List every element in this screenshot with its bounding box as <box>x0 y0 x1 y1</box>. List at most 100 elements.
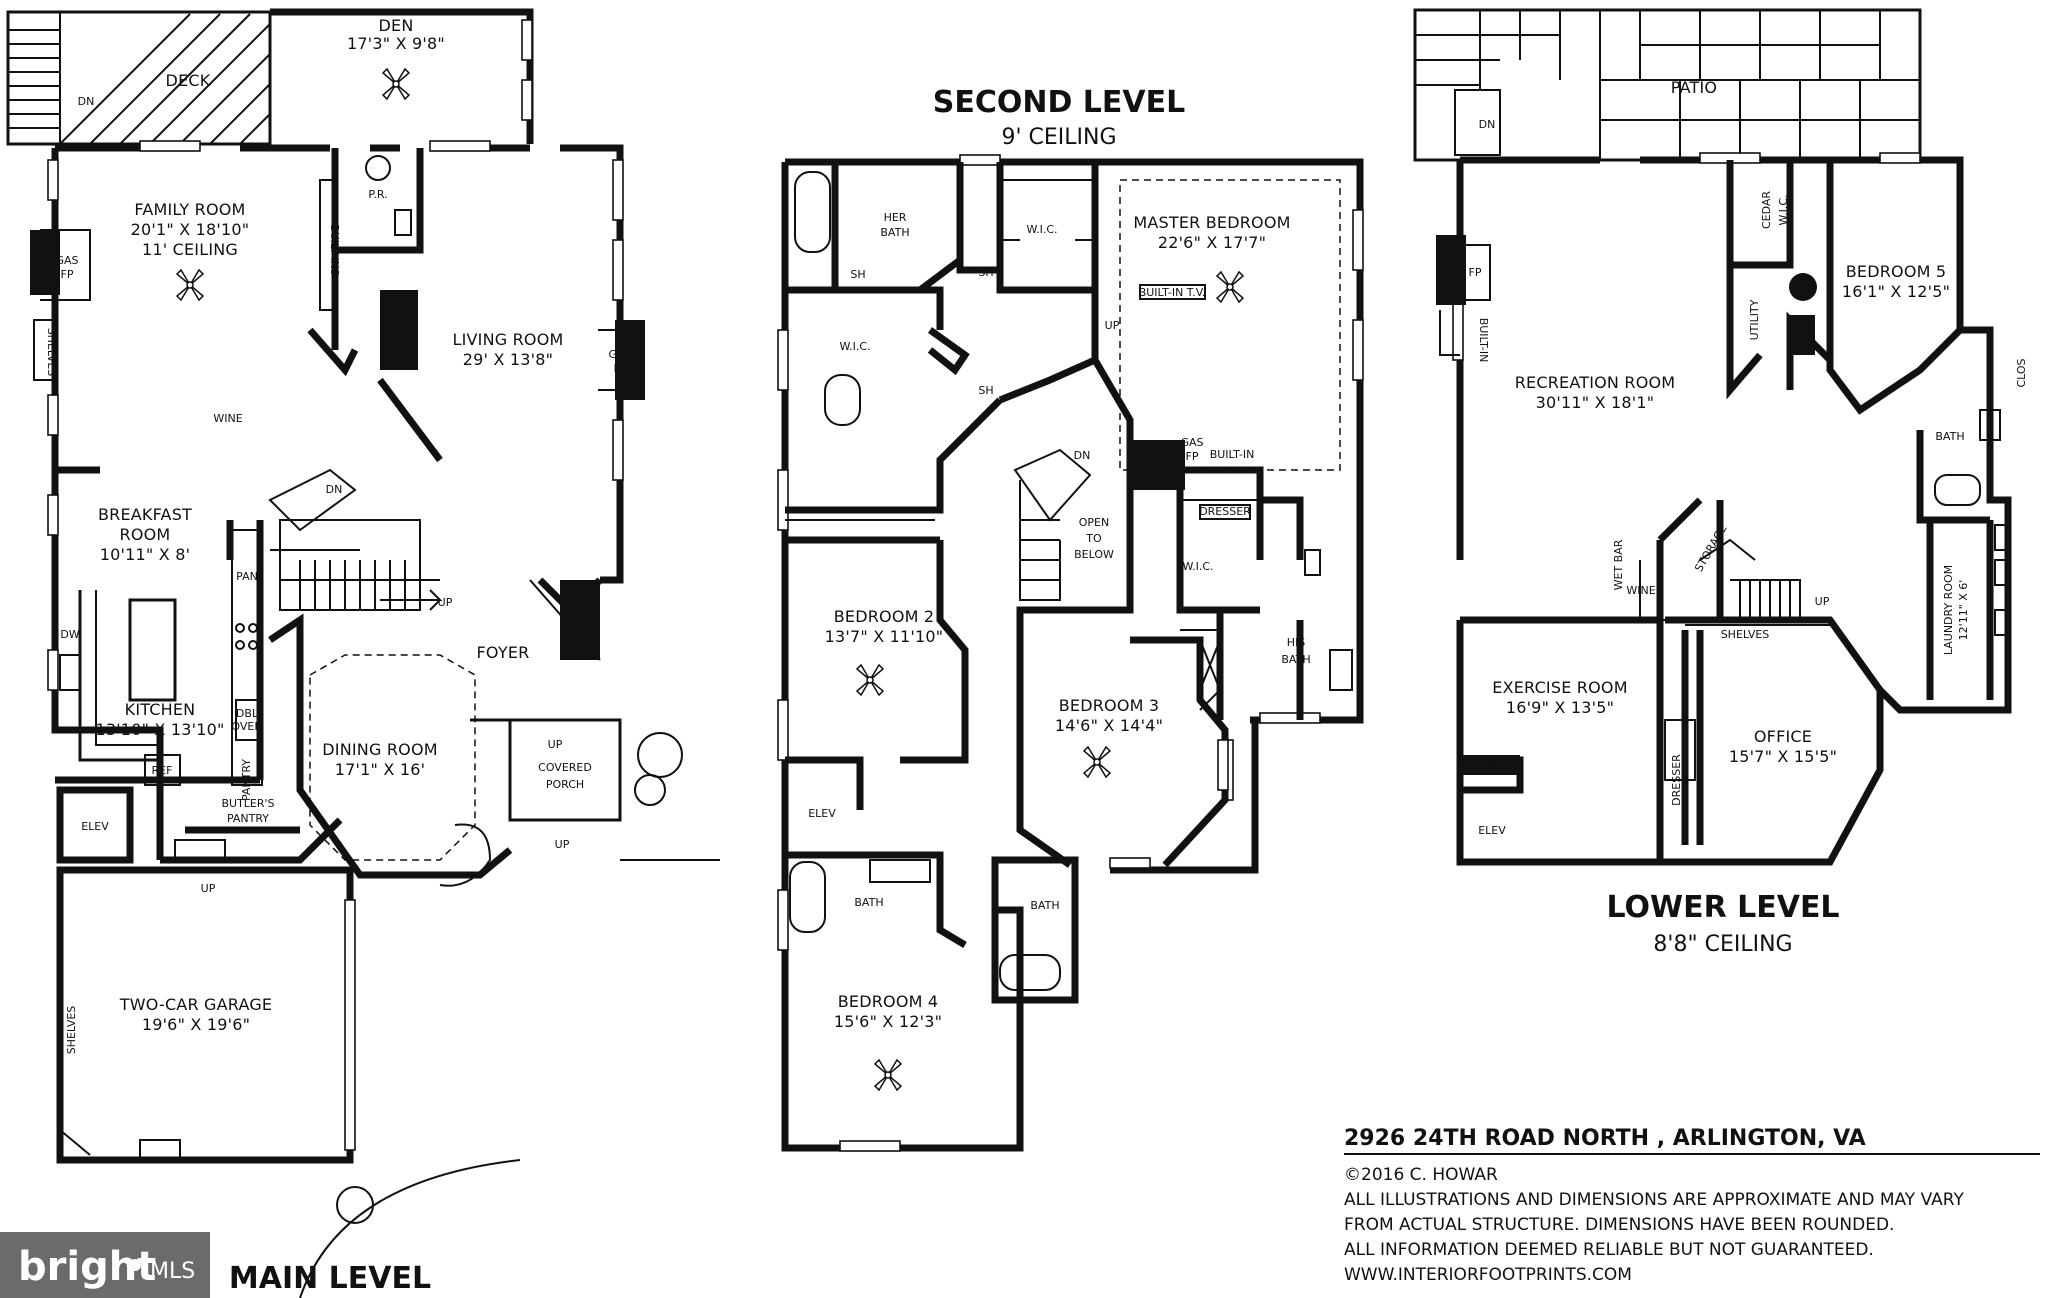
butler-label-1: BUTLER'S <box>221 797 274 810</box>
lower-wine-label: WINE <box>1626 584 1655 597</box>
main-stairs-dn-label: DN <box>326 483 343 496</box>
disclaimer-line-2: FROM ACTUAL STRUCTURE. DIMENSIONS HAVE B… <box>1344 1215 1894 1235</box>
main-shelves-label: SHELVES <box>45 328 58 377</box>
laundry-size: 12'11" X 6' <box>1957 580 1970 641</box>
bedroom-5-label: BEDROOM 5 <box>1846 262 1947 281</box>
family-room-size: 20'1" X 18'10" <box>131 220 250 239</box>
bedroom-3-label: BEDROOM 3 <box>1059 696 1160 715</box>
copyright: ©2016 C. HOWAR <box>1344 1165 1498 1185</box>
lower-elev-label: ELEV <box>1478 824 1506 837</box>
butler-label-2: PANTRY <box>227 812 269 825</box>
lower-outer-walls <box>1456 156 2012 866</box>
main-level-plan: DEN 17'3" X 9'8" DECK FAMILY ROOM 20'1" … <box>6 8 720 1298</box>
wet-bar-label: WET BAR <box>1612 539 1625 590</box>
storage-label: STORAGE <box>1692 522 1729 574</box>
recreation-room-size: 30'11" X 18'1" <box>1536 393 1655 412</box>
lower-level-ceiling: 8'8" CEILING <box>1653 932 1792 957</box>
second-elev-label: ELEV <box>808 807 836 820</box>
bedroom-4-label: BEDROOM 4 <box>838 992 939 1011</box>
dresser-label: DRESSER <box>1199 505 1251 518</box>
living-gas-label: GAS <box>608 348 631 361</box>
cedar-label-2: W.I.C. <box>1777 194 1790 225</box>
second-level-title: SECOND LEVEL <box>933 85 1186 120</box>
dbl-label: DBL <box>236 707 259 720</box>
disclaimer-line-1: ALL ILLUSTRATIONS AND DIMENSIONS ARE APP… <box>1344 1190 1964 1210</box>
lower-up-label: UP <box>1815 595 1830 608</box>
living-fp-label: FP <box>614 362 627 375</box>
oven-label: OVEN <box>231 720 262 733</box>
porch-up-label: UP <box>548 738 563 751</box>
bedroom-4-size: 15'6" X 12'3" <box>834 1012 942 1031</box>
open-label-2: TO <box>1085 532 1102 545</box>
footer: 2926 24TH ROAD NORTH , ARLINGTON, VA ©20… <box>1344 1126 2040 1285</box>
office-size: 15'7" X 15'5" <box>1729 747 1837 766</box>
second-dn-label: DN <box>1074 449 1091 462</box>
second-level-ceiling: 9' CEILING <box>1001 125 1116 150</box>
deck <box>6 10 272 146</box>
lower-bath-label: BATH <box>1935 430 1964 443</box>
lower-fp-label: FP <box>1469 266 1482 279</box>
bedroom-5-size: 16'1" X 12'5" <box>1842 282 1950 301</box>
den-label: DEN <box>379 16 414 35</box>
lower-level-plan: PATIO RECREATION ROOM 30'11" X 18'1" BED… <box>1413 8 2028 957</box>
sh-label-1: SH <box>850 268 865 281</box>
exercise-room-label: EXERCISE ROOM <box>1492 678 1627 697</box>
family-room-label: FAMILY ROOM <box>134 200 245 219</box>
utility-label: UTILITY <box>1748 299 1761 340</box>
master-wic-label: W.I.C. <box>1182 560 1213 573</box>
breakfast-size: 10'11" X 8' <box>100 545 190 564</box>
patio-dn-label: DN <box>1479 118 1496 131</box>
main-stairs <box>268 468 443 611</box>
family-gas-label: GAS <box>55 254 78 267</box>
exercise-room-size: 16'9" X 13'5" <box>1506 698 1614 717</box>
master-bedroom-size: 22'6" X 17'7" <box>1158 233 1266 252</box>
porch-label-2: PORCH <box>546 778 584 791</box>
office-label: OFFICE <box>1754 727 1812 746</box>
second-up-label: UP <box>1105 319 1120 332</box>
dining-room-label: DINING ROOM <box>322 740 438 759</box>
office-shelves-label: SHELVES <box>1721 628 1770 641</box>
bright-mls-watermark: bright MLS <box>0 1232 210 1298</box>
address: 2926 24TH ROAD NORTH , ARLINGTON, VA <box>1344 1126 1866 1151</box>
pan-label: PAN <box>236 570 258 583</box>
deck-dn-label: DN <box>78 95 95 108</box>
her-bath-label-1: HER <box>884 211 907 224</box>
garage-walls <box>56 866 354 1164</box>
main-stairs-up-label: UP <box>438 596 453 609</box>
patio <box>1413 8 1922 162</box>
second-gas-label: GAS <box>1180 436 1203 449</box>
main-dw-label: DW <box>60 628 79 641</box>
second-level-plan: SECOND LEVEL 9' CEILING <box>777 85 1364 1152</box>
second-outer-walls <box>781 158 1364 1152</box>
top-wic-label: W.I.C. <box>1026 223 1057 236</box>
garage-label: TWO-CAR GARAGE <box>119 995 273 1014</box>
ref-label: REF <box>152 764 173 777</box>
porch-label-1: COVERED <box>538 761 592 774</box>
breakfast-label-1: BREAKFAST <box>98 505 192 524</box>
laundry-label: LAUNDRY ROOM <box>1942 565 1955 655</box>
main-wine-label: WINE <box>213 412 242 425</box>
dining-room-size: 17'1" X 16' <box>335 760 425 779</box>
his-bath-label-1: HIS <box>1287 636 1306 649</box>
master-bedroom-label: MASTER BEDROOM <box>1133 213 1290 232</box>
foyer-label: FOYER <box>477 643 530 662</box>
open-label-3: BELOW <box>1074 548 1114 561</box>
deck-label: DECK <box>166 71 211 90</box>
sh-label-2: SH <box>978 266 993 279</box>
family-fp-label: FP <box>61 268 74 281</box>
main-elev-label: ELEV <box>81 820 109 833</box>
website: WWW.INTERIORFOOTPRINTS.COM <box>1344 1265 1632 1285</box>
her-bath-label-2: BATH <box>880 226 909 239</box>
closet-label: CLOSET <box>1475 758 1518 771</box>
breakfast-label-2: ROOM <box>120 525 171 544</box>
living-room-size: 29' X 13'8" <box>463 350 553 369</box>
recreation-room-label: RECREATION ROOM <box>1515 373 1676 392</box>
office-dresser-label: DRESSER <box>1670 754 1683 806</box>
main-north-east-wall <box>55 144 624 584</box>
second-fp-label: FP <box>1186 450 1199 463</box>
den-size: 17'3" X 9'8" <box>347 34 445 53</box>
garage-shelves-label: SHELVES <box>65 1006 78 1055</box>
bedroom-2-size: 13'7" X 11'10" <box>825 627 944 646</box>
watermark-suffix: MLS <box>150 1259 195 1284</box>
